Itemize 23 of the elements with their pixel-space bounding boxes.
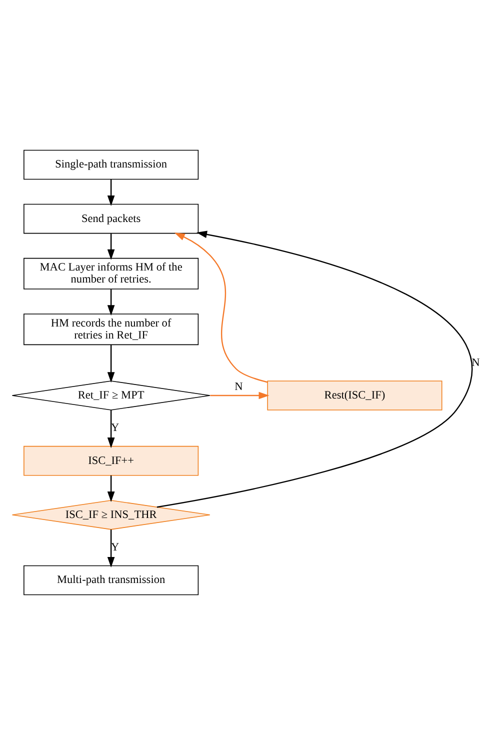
node-box: Rest(ISC_IF): [266, 380, 442, 410]
arrow: [106, 410, 114, 448]
node-box: MAC Layer informs HM of the number of retries.: [23, 257, 198, 289]
arrow: [106, 474, 114, 502]
edge-label: N: [471, 356, 480, 368]
arrow: [106, 288, 114, 316]
arrow: [106, 233, 114, 260]
node-diamond: ISC_IF ≥ INS_THR: [11, 499, 210, 530]
node-box: Multi-path transmission: [23, 564, 198, 595]
arrow: [106, 178, 114, 206]
arrow: [106, 529, 114, 567]
arrow: [106, 344, 114, 382]
arrow: [156, 230, 472, 508]
edge-label: Y: [110, 422, 119, 434]
arrow: [174, 232, 268, 382]
edge-label: Y: [110, 541, 119, 554]
arrow: [210, 391, 269, 399]
edge-label: N: [234, 380, 242, 393]
node-box: HM records the number of retries in Ret_IF: [23, 313, 198, 345]
node-diamond: Ret_IF ≥ MPT: [11, 380, 210, 410]
node-box: Send packets: [23, 203, 198, 234]
node-box: Single-path transmission: [23, 149, 198, 180]
node-box: ISC_IF++: [23, 445, 198, 476]
